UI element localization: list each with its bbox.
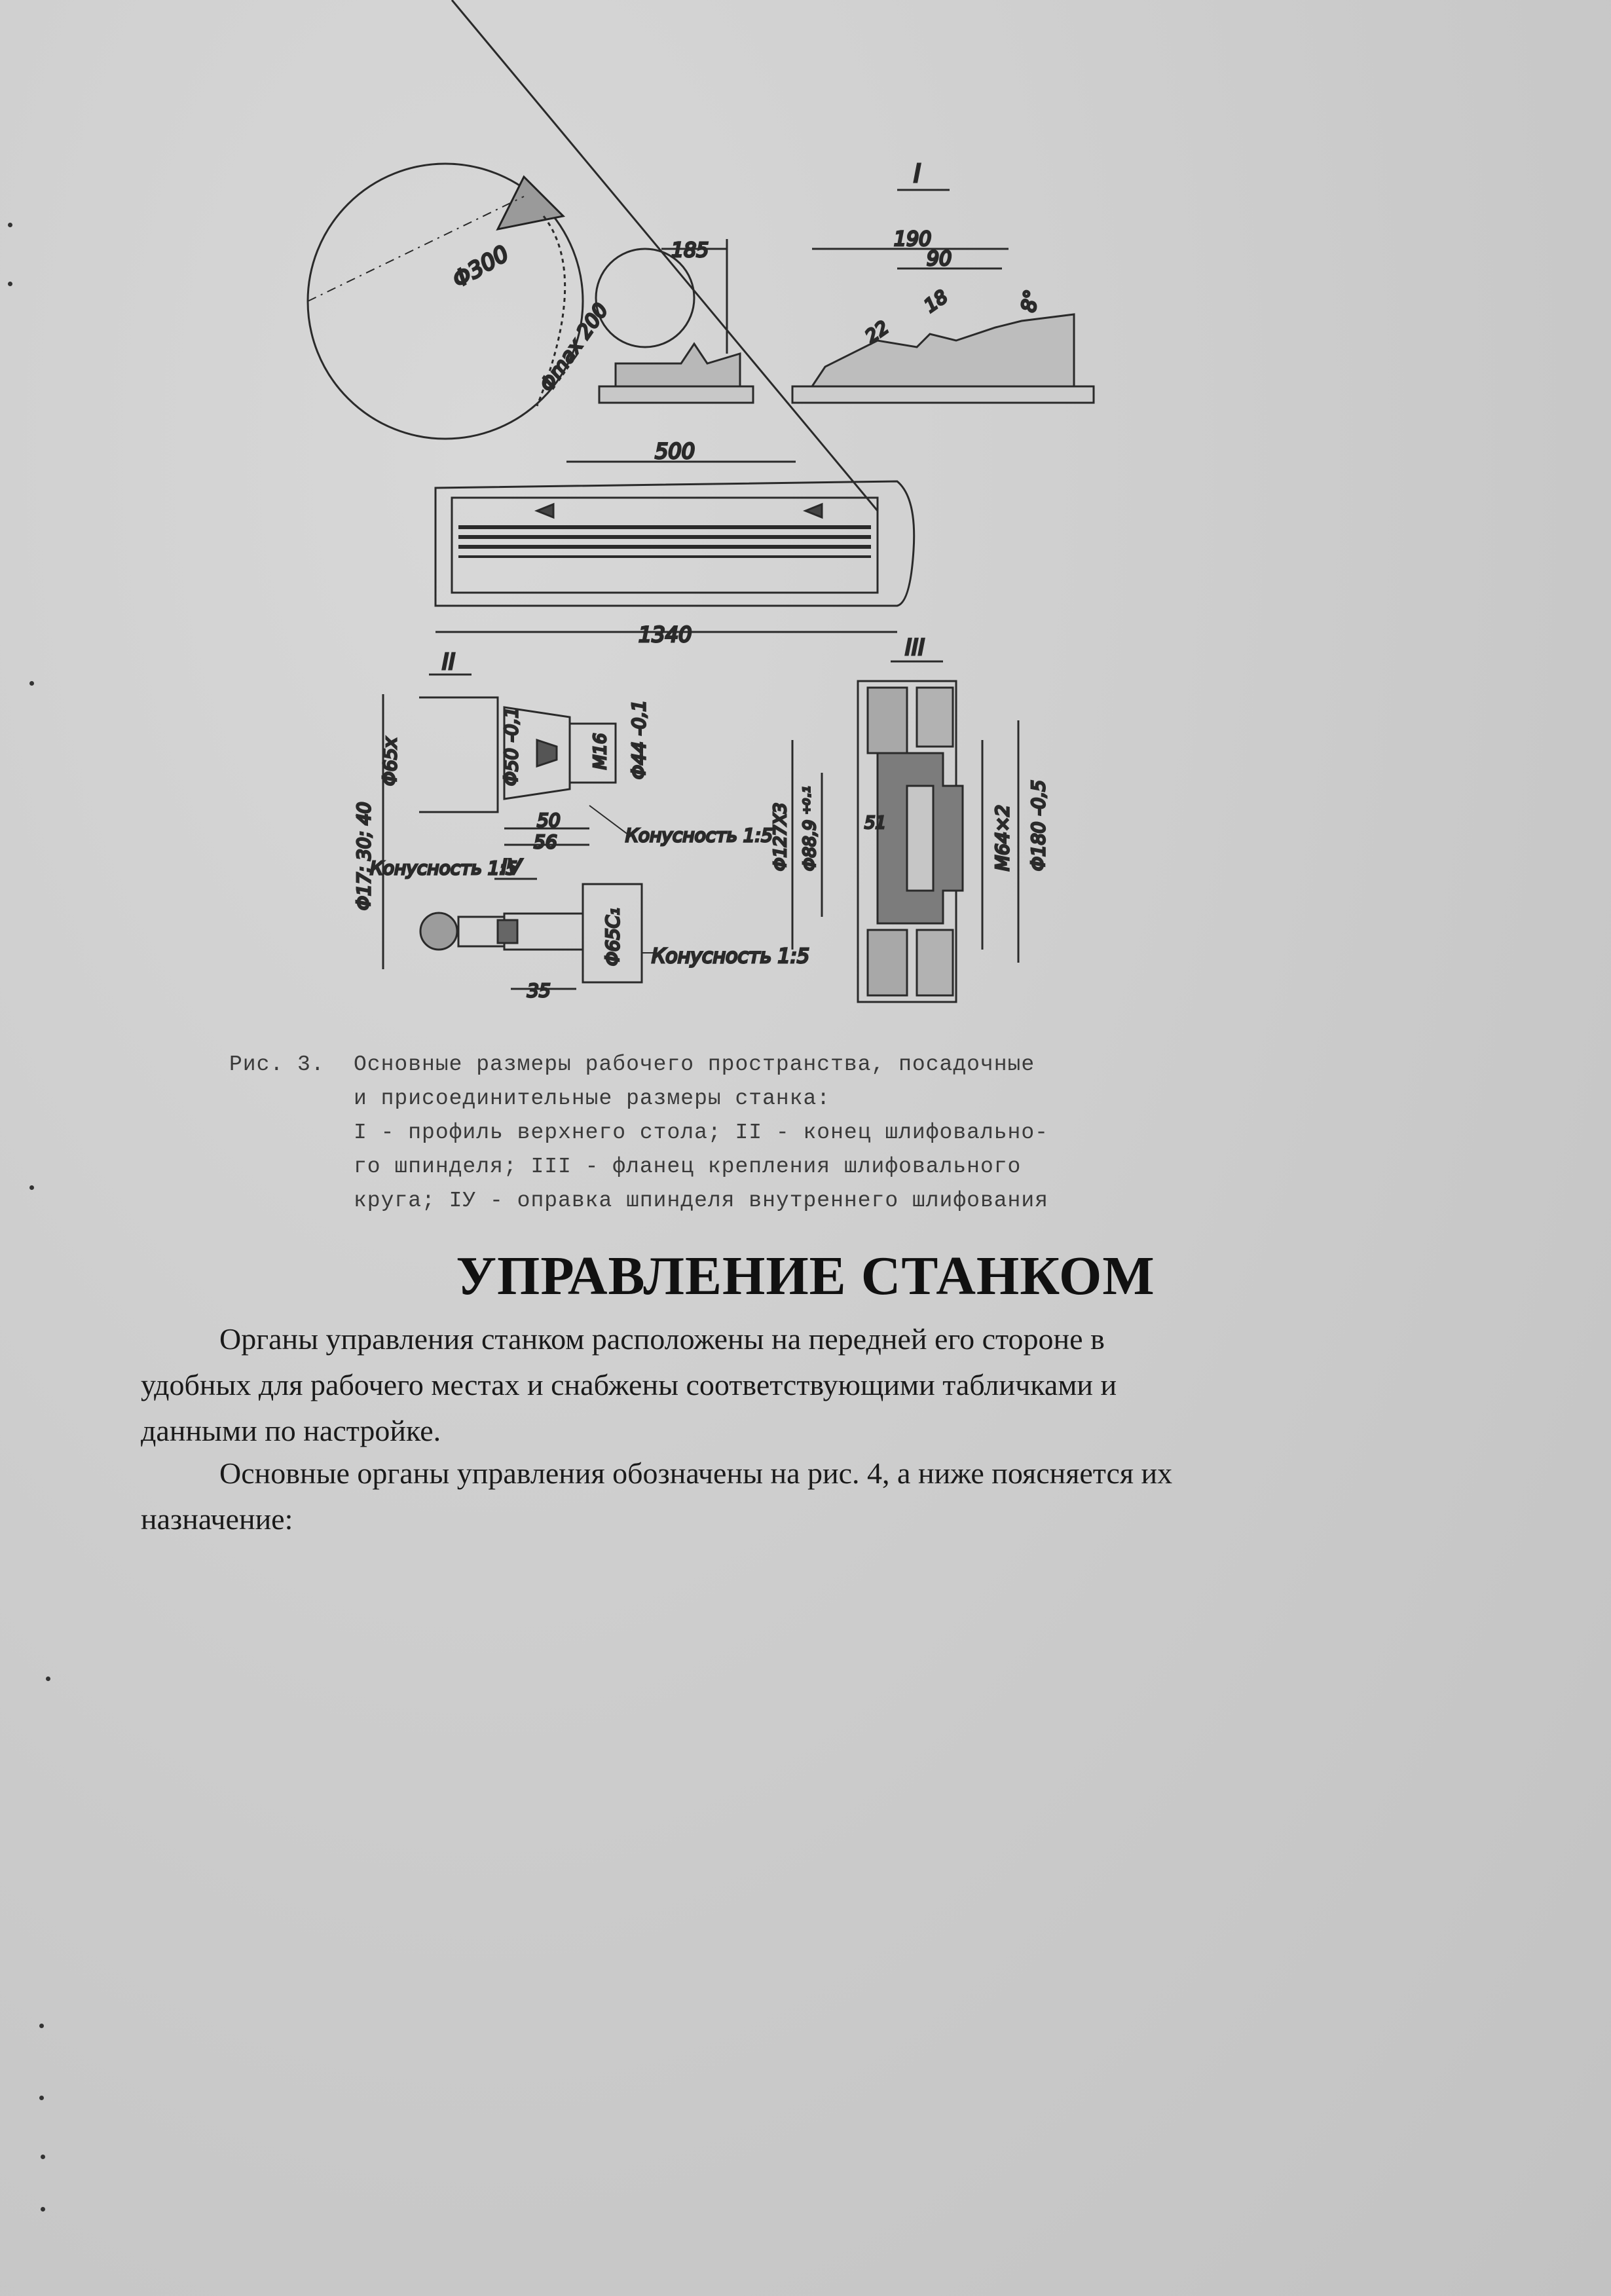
scan-speck bbox=[29, 1185, 34, 1190]
scan-speck bbox=[41, 2155, 45, 2159]
caption-label: Рис. 3. bbox=[229, 1052, 325, 1077]
paragraph-line: назначение: bbox=[141, 1502, 293, 1536]
table-profile-small: 185 bbox=[595, 238, 754, 404]
section-iv-mandrel: Конусность 1:5 IV Φ65C₁ Конусность 1:5 3… bbox=[369, 854, 811, 1003]
caption-line: и присоединительные размеры станка: bbox=[354, 1086, 831, 1111]
technical-drawing: Φ300 Φmax 200 185 I 190 90 22 18 8° bbox=[306, 0, 1095, 1003]
dim-len56: 56 bbox=[534, 831, 557, 853]
dim-185: 185 bbox=[671, 239, 709, 262]
dim-d65c: Φ65C₁ bbox=[602, 908, 623, 966]
dim-1340: 1340 bbox=[639, 622, 692, 647]
caption-line: Основные размеры рабочего пространства, … bbox=[354, 1052, 1035, 1077]
dim-190: 190 bbox=[894, 228, 931, 251]
table-top-view: 500 1340 bbox=[434, 0, 916, 648]
paragraph-line: Органы управления станком расположены на… bbox=[219, 1322, 1105, 1356]
section-heading: УПРАВЛЕНИЕ СТАНКОМ bbox=[456, 1246, 1155, 1306]
caption-line: го шпинделя; III - фланец крепления шлиф… bbox=[354, 1155, 1022, 1179]
scan-speck bbox=[46, 1676, 50, 1681]
dim-d50: Φ50 -0,1 bbox=[500, 707, 522, 786]
dim-500: 500 bbox=[655, 439, 695, 464]
scan-speck bbox=[29, 681, 34, 686]
dim-len35: 35 bbox=[527, 980, 551, 1001]
taper-label-ii: Конусность 1:5 bbox=[625, 824, 773, 846]
paragraph-line: данными по настройке. bbox=[141, 1414, 441, 1447]
paragraph-2: Основные органы управления обозначены на… bbox=[141, 1451, 1451, 1542]
scan-speck bbox=[39, 2024, 44, 2028]
section-label-iii: III bbox=[905, 635, 925, 661]
dim-len50: 50 bbox=[537, 809, 561, 831]
section-i-table-profile: I 190 90 22 18 8° bbox=[791, 158, 1095, 404]
section-ii-spindle-end: II Φ65x Φ50 -0,1 M16 Φ44 -0,1 50 56 Кону… bbox=[352, 648, 773, 969]
section-iii-wheel-flange: III Φ127X3 Φ88,9 ⁺⁰·¹ 51 M64×2 Φ180 -0,5 bbox=[770, 634, 1050, 1003]
paragraph-line: Основные органы управления обозначены на… bbox=[219, 1456, 1173, 1490]
caption-line: I - профиль верхнего стола; II - конец ш… bbox=[354, 1120, 1048, 1145]
dim-m16: M16 bbox=[591, 733, 610, 769]
dim-18: 18 bbox=[920, 286, 952, 316]
scan-speck bbox=[8, 282, 12, 286]
scan-speck bbox=[41, 2207, 45, 2212]
dim-8deg: 8° bbox=[1017, 288, 1043, 314]
dim-m64: M64×2 bbox=[991, 805, 1013, 871]
section-label-ii: II bbox=[442, 649, 455, 675]
scan-speck bbox=[39, 2096, 44, 2100]
dim-dmax200: Φmax 200 bbox=[536, 299, 613, 396]
dim-d180: Φ180 -0,5 bbox=[1028, 780, 1049, 871]
dim-len51: 51 bbox=[864, 813, 886, 833]
caption-line: круга; IУ - оправка шпинделя внутреннего… bbox=[354, 1189, 1048, 1213]
paragraph-1: Органы управления станком расположены на… bbox=[141, 1316, 1451, 1454]
dim-d17: Φ17; 30; 40 bbox=[353, 802, 375, 910]
dim-90: 90 bbox=[927, 248, 952, 270]
dim-d127: Φ127X3 bbox=[771, 803, 790, 871]
section-label-iv: IV bbox=[501, 855, 523, 880]
section-label-i: I bbox=[914, 159, 921, 188]
grinding-wheel-view: Φ300 Φmax 200 bbox=[306, 162, 614, 440]
dim-d300: Φ300 bbox=[449, 240, 513, 293]
scan-speck bbox=[8, 223, 12, 227]
taper-label-iv-left: Конусность 1:5 bbox=[370, 857, 517, 879]
paragraph-line: удобных для рабочего местах и снабжены с… bbox=[141, 1368, 1117, 1401]
taper-label-iv: Конусность 1:5 bbox=[652, 945, 809, 968]
caption-text: Основные размеры рабочего пространства, … bbox=[354, 1048, 1172, 1218]
dim-d44: Φ44 -0,1 bbox=[628, 700, 650, 779]
dim-d88: Φ88,9 ⁺⁰·¹ bbox=[800, 787, 820, 871]
